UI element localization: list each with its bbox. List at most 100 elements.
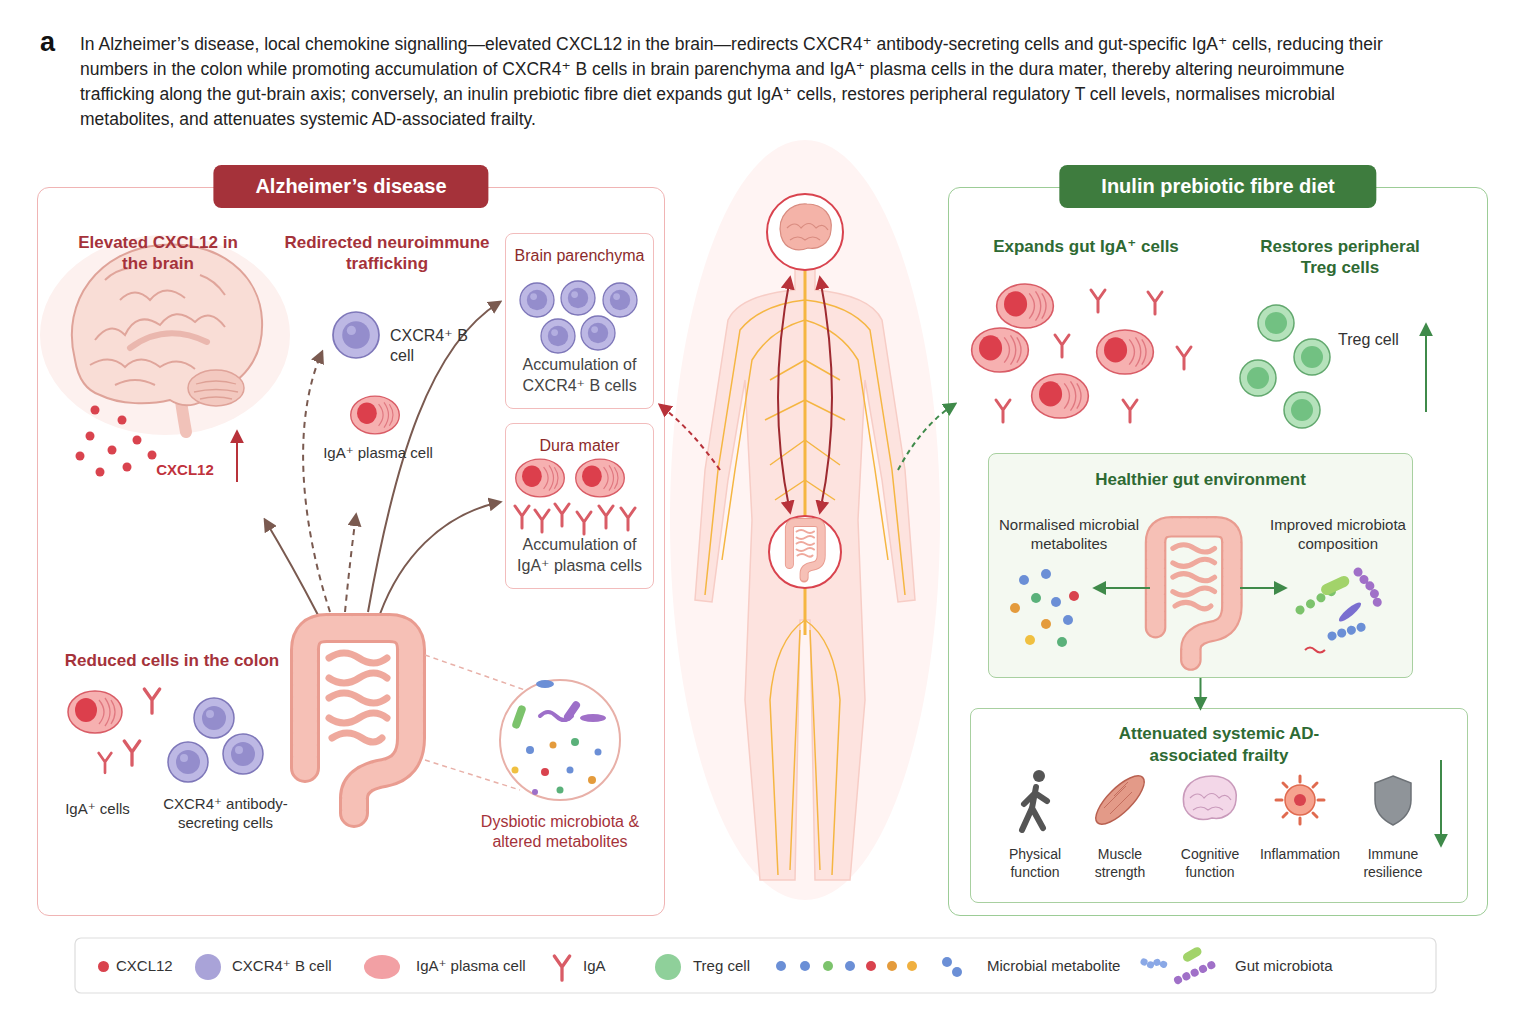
metabolite bbox=[823, 961, 833, 971]
human-body bbox=[670, 140, 940, 900]
b-cell bbox=[541, 319, 575, 353]
colon bbox=[305, 628, 411, 813]
legend-text: CXCL12 bbox=[116, 957, 173, 976]
box-text: Accumulation of CXCR4⁺ B cells bbox=[512, 354, 647, 396]
box-heading: Brain parenchyma bbox=[506, 247, 653, 265]
physical-function-icon bbox=[1022, 770, 1047, 830]
metabolite bbox=[887, 961, 897, 971]
annotation-label: Treg cell bbox=[1338, 330, 1428, 350]
b-cell bbox=[603, 283, 637, 317]
annotation-label: Restores peripheral Treg cells bbox=[1240, 236, 1440, 279]
annotation-label: Normalised microbial metabolites bbox=[993, 516, 1145, 554]
heading-pill: Alzheimer’s disease bbox=[213, 165, 488, 208]
metabolite bbox=[800, 961, 810, 971]
metabolite bbox=[588, 776, 596, 784]
trunk-nerve bbox=[765, 360, 845, 500]
antibody bbox=[555, 504, 569, 526]
b-cell bbox=[333, 312, 379, 358]
legend-text: IgA⁺ plasma cell bbox=[416, 957, 526, 976]
trafficking-arrow bbox=[345, 515, 356, 612]
legend-swatch bbox=[655, 954, 681, 980]
microbe-rod bbox=[562, 700, 581, 723]
muscle-icon bbox=[1089, 769, 1151, 831]
b-cell bbox=[168, 742, 208, 782]
icon-spikes bbox=[1276, 776, 1324, 824]
brain-gyri bbox=[1190, 794, 1231, 811]
metabolite bbox=[571, 738, 579, 746]
legend-swatch bbox=[195, 954, 221, 980]
antibody bbox=[515, 506, 529, 528]
annotation-label: IgA⁺ cells bbox=[50, 800, 145, 819]
antibody bbox=[577, 512, 591, 534]
metabolite bbox=[526, 746, 534, 754]
compartment-box: Dura materAccumulation of IgA⁺ plasma ce… bbox=[505, 423, 654, 589]
plasma-cell bbox=[516, 459, 565, 497]
annotation-label: Dysbiotic microbiota & altered metabolit… bbox=[462, 812, 658, 852]
metabolite bbox=[907, 961, 917, 971]
antibody bbox=[99, 753, 112, 773]
chemokine-dot bbox=[118, 416, 127, 425]
link-arrow bbox=[660, 405, 720, 470]
antibody bbox=[1091, 290, 1105, 312]
leg-nerve bbox=[770, 620, 840, 875]
legend-text: CXCR4⁺ B cell bbox=[232, 957, 332, 976]
gut-focus-circle bbox=[769, 516, 841, 588]
plasma-cell bbox=[68, 691, 122, 733]
annotation-label: IgA⁺ plasma cell bbox=[316, 444, 440, 463]
legend-metabolites bbox=[776, 957, 962, 977]
antibody bbox=[621, 508, 635, 530]
chemokine-dot bbox=[123, 463, 132, 472]
magnifier-circle bbox=[500, 680, 620, 800]
mini-brain bbox=[780, 204, 831, 250]
treg-cell bbox=[1258, 305, 1294, 341]
icon-body bbox=[1022, 787, 1047, 830]
annotation-label: Elevated CXCL12 in the brain bbox=[66, 232, 250, 275]
trafficking-arrow bbox=[265, 520, 318, 615]
muscle-fibres bbox=[1104, 782, 1132, 814]
trafficking-arrow bbox=[380, 502, 500, 614]
flow-arrow bbox=[1200, 678, 1202, 708]
brainstem bbox=[178, 380, 186, 432]
gut-environment-box: Healthier gut environment bbox=[988, 453, 1413, 678]
legend-text: Treg cell bbox=[693, 957, 750, 976]
annotation-label: CXCL12 bbox=[145, 461, 225, 480]
cognition-icon bbox=[1183, 776, 1236, 820]
annotation-label: CXCR4⁺ antibody-secreting cells bbox=[148, 795, 303, 833]
icon-cell bbox=[1285, 785, 1315, 815]
antibody bbox=[1123, 400, 1137, 422]
legend-text: Gut microbiota bbox=[1235, 957, 1333, 976]
inflammation-icon bbox=[1276, 776, 1324, 824]
plasma-cell bbox=[972, 328, 1029, 372]
chemokine-dot bbox=[76, 452, 85, 461]
b-cell bbox=[581, 316, 615, 350]
metabolite bbox=[952, 967, 962, 977]
treg-cell bbox=[1284, 392, 1320, 428]
metabolite bbox=[567, 767, 574, 774]
plasma-cell bbox=[1032, 374, 1089, 418]
treg-cell bbox=[1294, 339, 1330, 375]
arm-nerve bbox=[722, 320, 888, 560]
link-arrow bbox=[898, 404, 955, 470]
heading-pill: Inulin prebiotic fibre diet bbox=[1059, 165, 1376, 208]
box-heading: Attenuated systemic AD-associated frailt… bbox=[1099, 723, 1339, 767]
annotation-label: a bbox=[40, 26, 70, 60]
annotation-label: Inflammation bbox=[1255, 846, 1345, 864]
microbe-chain bbox=[1144, 962, 1165, 965]
chemokine-dot bbox=[133, 436, 142, 445]
legend-antibody bbox=[554, 956, 569, 980]
metabolite bbox=[942, 957, 952, 967]
panel-box: Alzheimer’s diseaseBrain parenchymaAccum… bbox=[37, 187, 665, 916]
metabolite bbox=[595, 749, 602, 756]
microbe-rod bbox=[580, 714, 606, 722]
metabolite bbox=[845, 961, 855, 971]
chemokine-dot bbox=[86, 432, 95, 441]
trafficking-arrows bbox=[265, 302, 500, 615]
metabolite bbox=[866, 961, 876, 971]
annotation-label: Expands gut IgA⁺ cells bbox=[975, 236, 1197, 257]
chemokine-dot bbox=[96, 468, 105, 477]
microbe-chain bbox=[1178, 964, 1214, 980]
metabolite bbox=[776, 961, 786, 971]
antibody bbox=[1148, 292, 1162, 314]
chemokine-dot bbox=[148, 451, 157, 460]
